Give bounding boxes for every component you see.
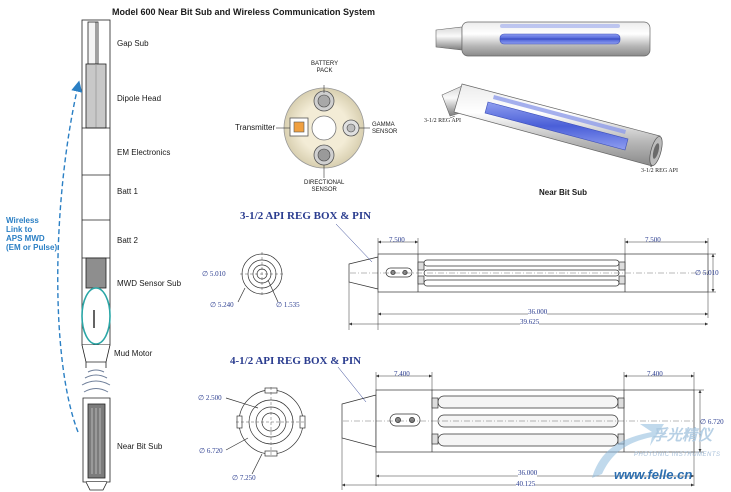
- label-render-left: 3-1/2 REG API: [424, 118, 462, 124]
- dim-35-len-right: 7.500: [645, 236, 661, 244]
- label-em-electronics: EM Electronics: [117, 148, 171, 157]
- label-batt-2: Batt 2: [117, 236, 138, 245]
- tool-string: [81, 19, 111, 491]
- heading-45: 4-1/2 API REG BOX & PIN: [230, 355, 362, 367]
- dim-45-len-left: 7.400: [394, 370, 410, 378]
- end-view-35: [237, 252, 284, 303]
- label-dipole-head: Dipole Head: [117, 94, 162, 103]
- label-battery-line: BATTERY: [311, 61, 339, 67]
- wireless-arrow: [57, 80, 83, 433]
- watermark-url: www.felle.cn: [614, 467, 693, 482]
- dim-45-dia-7250: ∅ 7.250: [232, 474, 256, 482]
- dim-45-len-total: 40.125: [516, 480, 536, 488]
- wireless-note-line: Wireless: [6, 216, 39, 225]
- watermark-swoosh-icon: [592, 424, 664, 478]
- wireless-note: Wireless Link to APS MWD (EM or Pulse): [6, 216, 66, 252]
- dim-35-dia-5010-left: ∅ 5.010: [202, 270, 226, 278]
- label-directional-line: DIRECTIONAL: [304, 180, 345, 186]
- dim-35-dia-1535: ∅ 1.535: [276, 301, 300, 309]
- watermark-en: PHOTONIC INSTRUMENTS: [634, 452, 721, 458]
- label-gamma-line: SENSOR: [372, 129, 398, 135]
- dim-35-len-36: 36.000: [528, 308, 548, 316]
- dim-35-dia-5010-right: ∅ 5.010: [695, 269, 719, 277]
- dim-35-len-total: 39.625: [520, 318, 540, 326]
- side-view-35: [348, 253, 709, 293]
- watermark-cn: 孚光精仪: [652, 426, 713, 444]
- label-directional-sensor: DIRECTIONAL SENSOR: [304, 180, 344, 194]
- label-batt-1: Batt 1: [117, 187, 138, 196]
- dim-45-len-36: 36.000: [518, 469, 538, 477]
- dim-35-len-left: 7.500: [389, 236, 405, 244]
- label-gamma-line: GAMMA: [372, 122, 395, 128]
- signal-arcs: [81, 369, 111, 393]
- wireless-note-line: APS MWD: [6, 234, 45, 243]
- label-mud-motor: Mud Motor: [114, 349, 153, 358]
- cross-section: [276, 85, 370, 178]
- page-title: Model 600 Near Bit Sub and Wireless Comm…: [112, 7, 375, 17]
- end-view-45: [225, 387, 306, 475]
- render-top: [435, 21, 651, 57]
- side-view-45: [341, 389, 695, 453]
- heading-35: 3-1/2 API REG BOX & PIN: [240, 210, 372, 222]
- render-bottom: [441, 83, 663, 168]
- label-render-right: 3-1/2 REG API: [641, 168, 679, 174]
- wireless-note-line: (EM or Pulse): [6, 243, 58, 252]
- label-battery-line: PACK: [316, 68, 333, 74]
- dim-35-dia-5240: ∅ 5.240: [210, 301, 234, 309]
- label-directional-line: SENSOR: [311, 187, 337, 193]
- render-caption: Near Bit Sub: [539, 188, 588, 197]
- dim-45-dia-6720-right: ∅ 6.720: [700, 418, 724, 426]
- dim-45-len-right: 7.400: [647, 370, 663, 378]
- wireless-note-line: Link to: [6, 225, 33, 234]
- label-transmitter: Transmitter: [235, 123, 276, 132]
- dim-45-dia-2500: ∅ 2.500: [198, 394, 222, 402]
- label-near-bit-sub: Near Bit Sub: [117, 442, 163, 451]
- label-gap-sub: Gap Sub: [117, 39, 149, 48]
- label-gamma-sensor: GAMMA SENSOR: [372, 122, 397, 136]
- label-mwd-sensor-sub: MWD Sensor Sub: [117, 279, 182, 288]
- label-battery-pack: BATTERY PACK: [311, 61, 338, 75]
- dim-45-dia-6720-left: ∅ 6.720: [199, 447, 223, 455]
